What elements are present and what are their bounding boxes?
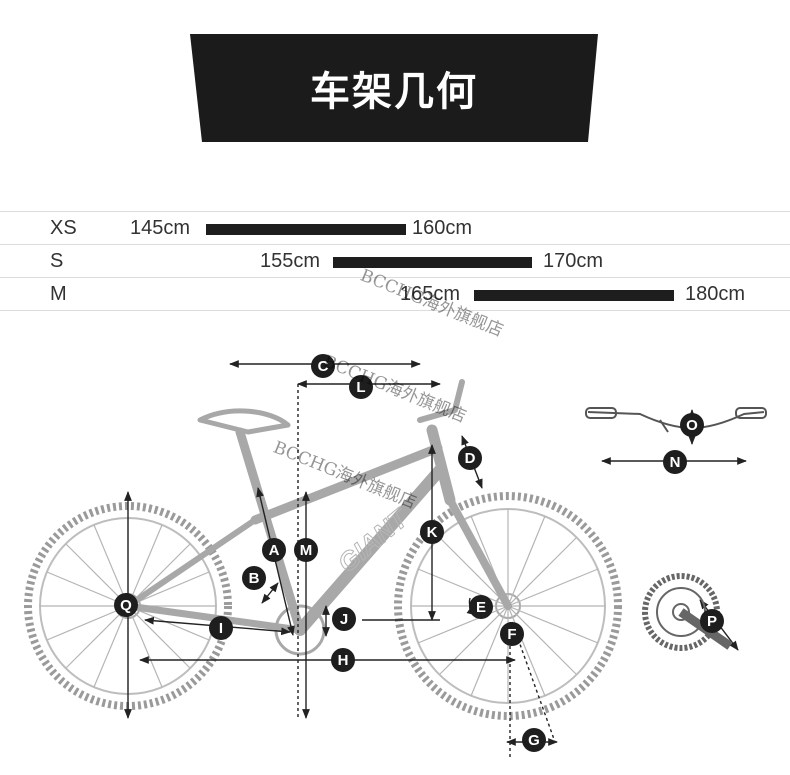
- svg-text:M: M: [300, 542, 313, 559]
- svg-text:Q: Q: [120, 597, 132, 614]
- size-row-m: M 165cm 180cm: [0, 277, 790, 311]
- svg-text:I: I: [219, 620, 223, 637]
- svg-text:D: D: [465, 450, 476, 467]
- height-range-bar: [333, 257, 532, 268]
- marker-e: E: [469, 595, 493, 619]
- marker-n: N: [663, 450, 687, 474]
- svg-text:F: F: [507, 626, 516, 643]
- bike-geometry-diagram: GIANT C L D K A: [24, 354, 767, 760]
- marker-p: P: [700, 609, 724, 633]
- svg-text:L: L: [356, 379, 365, 396]
- height-max: 160cm: [412, 217, 473, 239]
- marker-a: A: [262, 538, 286, 562]
- title-banner: 车架几何: [190, 34, 598, 142]
- marker-f: F: [500, 622, 524, 646]
- svg-text:P: P: [707, 613, 717, 630]
- size-row-xs: XS 145cm 160cm: [0, 211, 790, 244]
- height-max: 170cm: [543, 250, 604, 272]
- marker-k: K: [420, 520, 444, 544]
- svg-text:B: B: [249, 570, 260, 587]
- marker-g: G: [522, 728, 546, 752]
- size-row-s: S 155cm 170cm: [0, 244, 790, 277]
- size-label: XS: [50, 217, 77, 239]
- size-label: M: [50, 283, 67, 305]
- svg-text:J: J: [340, 611, 348, 628]
- svg-text:N: N: [670, 454, 681, 471]
- marker-o: O: [680, 413, 704, 437]
- svg-text:H: H: [338, 652, 349, 669]
- marker-c: C: [311, 354, 335, 378]
- height-min: 145cm: [130, 217, 191, 239]
- size-label: S: [50, 250, 64, 272]
- page-title: 车架几何: [310, 69, 478, 115]
- height-range-bar: [474, 290, 674, 301]
- marker-m: M: [294, 538, 318, 562]
- marker-b: B: [242, 566, 266, 590]
- marker-d: D: [458, 446, 482, 470]
- height-range-bar: [206, 224, 406, 235]
- svg-text:K: K: [427, 524, 438, 541]
- marker-j: J: [332, 607, 356, 631]
- marker-i: I: [209, 616, 233, 640]
- svg-text:O: O: [686, 417, 698, 434]
- svg-text:A: A: [269, 542, 280, 559]
- height-min: 155cm: [260, 250, 321, 272]
- svg-text:C: C: [318, 358, 329, 375]
- marker-q: Q: [114, 593, 138, 617]
- svg-text:G: G: [528, 732, 540, 749]
- handlebar-drawing: [585, 407, 767, 433]
- svg-text:E: E: [476, 599, 486, 616]
- height-max: 180cm: [685, 283, 746, 305]
- marker-l: L: [349, 375, 373, 399]
- marker-h: H: [331, 648, 355, 672]
- height-min: 165cm: [400, 283, 461, 305]
- banner-shape: [190, 34, 598, 142]
- height-size-table: XS 145cm 160cm S 155cm 170cm M 165cm 180…: [0, 211, 790, 311]
